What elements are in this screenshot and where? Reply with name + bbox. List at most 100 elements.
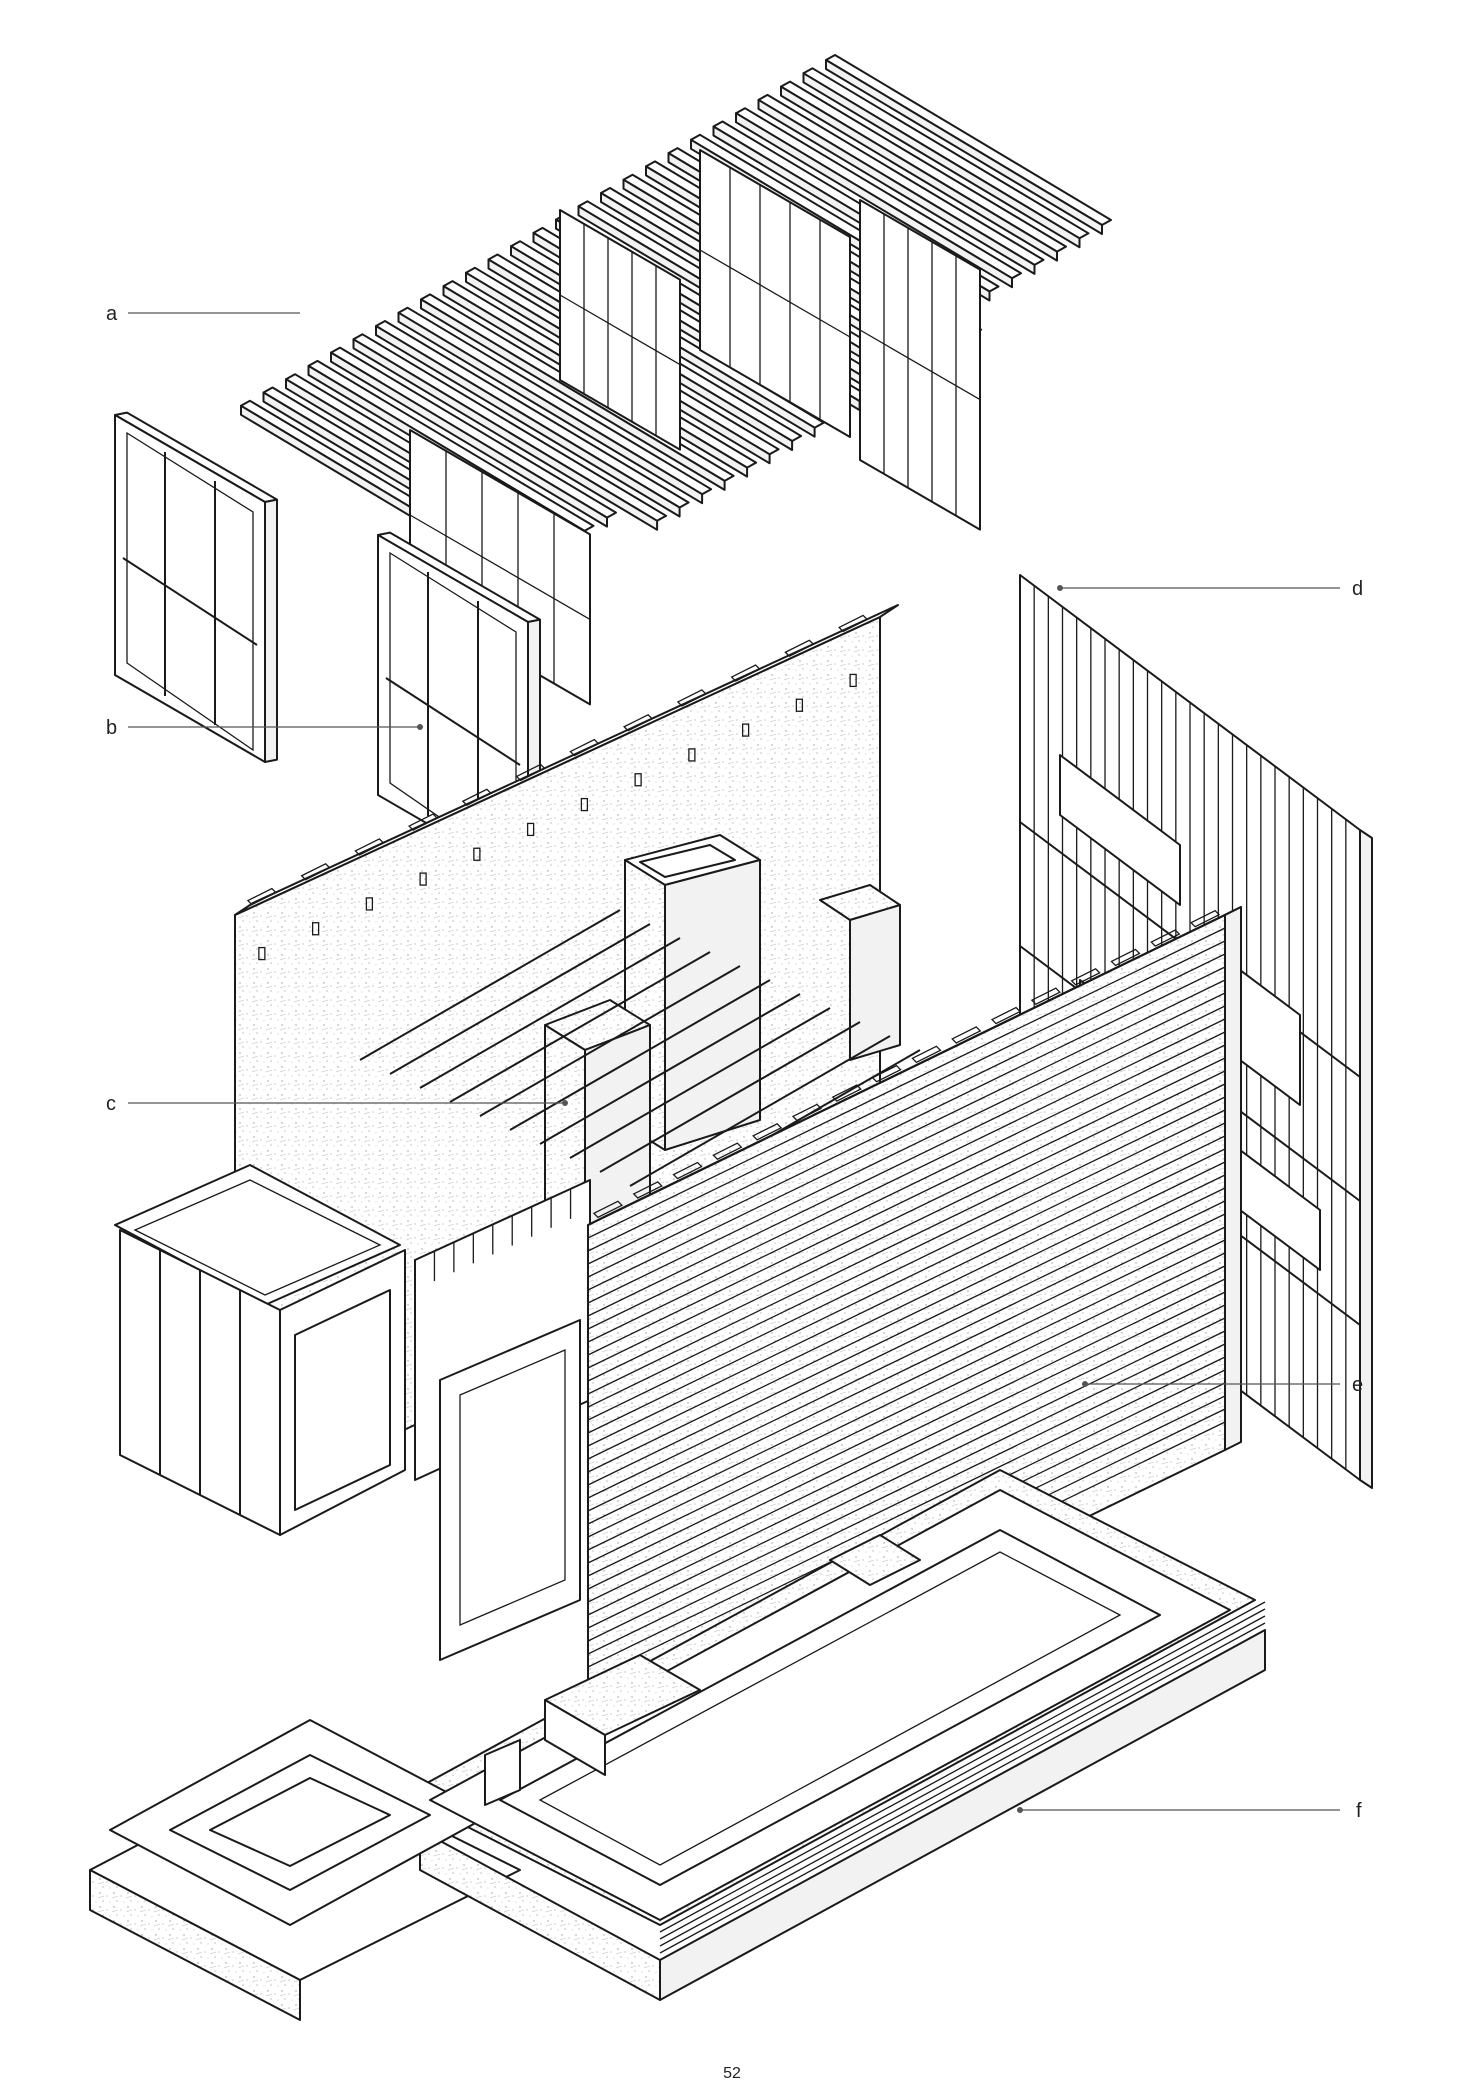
block-void: [354, 838, 385, 856]
block-void: [1070, 968, 1101, 986]
wall-vent: [473, 847, 481, 861]
block-void: [990, 1006, 1022, 1025]
block-void: [300, 862, 331, 881]
subframe-rail: [409, 514, 591, 620]
wall-vent: [741, 723, 750, 737]
masonry-course: [587, 1213, 1226, 1525]
masonry-core: [114, 604, 951, 1661]
masonry-course: [587, 1187, 1226, 1499]
masonry-course: [587, 1083, 1226, 1395]
plinth-course: [659, 1629, 1266, 1961]
masonry-course: [587, 953, 1226, 1265]
block-void: [838, 614, 869, 633]
masonry-course: [587, 1005, 1226, 1317]
block-void: [408, 813, 439, 831]
floor-joist: [509, 979, 771, 1131]
wall-frame-edge: [1359, 829, 1373, 1489]
wall-vent: [849, 673, 857, 688]
block-void: [791, 1103, 823, 1122]
masonry-course: [587, 1031, 1226, 1343]
wall-vent: [688, 748, 696, 762]
chimney-side: [664, 859, 761, 1151]
bridge-portal-inner: [459, 1349, 566, 1626]
floor-joist: [419, 937, 681, 1089]
masonry-course: [587, 979, 1226, 1291]
pavilion-door: [294, 1289, 391, 1511]
wall-opening: [1059, 754, 1181, 906]
pavilion-roof-inner: [133, 1179, 382, 1296]
masonry-course: [587, 966, 1226, 1278]
masonry-course: [587, 1278, 1226, 1590]
subframe-rail: [859, 329, 981, 401]
callout-f: f: [1017, 1800, 1362, 1822]
block-void: [752, 1123, 783, 1141]
block-void: [676, 689, 707, 707]
footing-block-face: [544, 1699, 606, 1776]
floor-joist: [569, 1007, 831, 1159]
masonry-course: [587, 1070, 1226, 1382]
masonry-course: [587, 1044, 1226, 1356]
roof-joists: [240, 54, 1112, 706]
block-void: [246, 887, 277, 906]
masonry-course: [587, 1304, 1226, 1616]
callout-label: a: [106, 303, 118, 325]
chimney-flue: [639, 844, 736, 878]
masonry-course: [587, 1018, 1226, 1330]
masonry-course: [587, 1200, 1226, 1512]
wall-vent: [311, 922, 320, 936]
footing-block: [829, 1534, 921, 1586]
wall-vent: [526, 822, 535, 837]
wall-vent: [365, 897, 374, 911]
masonry-course: [587, 1057, 1226, 1369]
roof-joist-side: [397, 311, 704, 505]
cabinet-inner: [126, 431, 254, 752]
floor-joist: [359, 909, 621, 1061]
plinth-course: [659, 1601, 1266, 1933]
bridge-portal: [439, 1319, 581, 1661]
block-void: [1189, 909, 1221, 928]
callout-d: d: [1057, 578, 1363, 600]
masonry-course: [587, 927, 1226, 1239]
callout-e: e: [1082, 1374, 1363, 1396]
plinth-course: [659, 1608, 1266, 1940]
masonry-course: [587, 1356, 1226, 1668]
subframe-rail: [699, 249, 851, 338]
block-void: [1030, 987, 1061, 1005]
cabinet-face: [114, 414, 266, 763]
block-void: [1150, 929, 1181, 947]
masonry-course: [587, 1096, 1226, 1408]
callout-label: c: [106, 1093, 116, 1115]
cabinet-side: [264, 498, 278, 763]
block-void: [592, 1200, 624, 1219]
cabinet-shelf: [122, 557, 258, 646]
plinth-course: [659, 1622, 1266, 1954]
masonry-course: [587, 1239, 1226, 1551]
block-void: [672, 1161, 703, 1180]
block-void: [871, 1064, 902, 1083]
roof-joist-side: [780, 85, 1058, 262]
block-void: [515, 763, 546, 782]
masonry-course: [587, 1226, 1226, 1538]
roof-joist-side: [825, 59, 1103, 235]
floor-joist: [449, 951, 711, 1103]
callout-b: b: [106, 717, 423, 739]
wall-vent: [795, 698, 804, 712]
block-void: [951, 1026, 982, 1044]
page-number: 52: [723, 2065, 741, 2082]
foundation-void: [538, 1551, 1122, 1866]
masonry-course: [587, 1252, 1226, 1564]
roof-joist-side: [757, 98, 1036, 275]
foundation-void: [209, 1777, 391, 1867]
roof-joist-side: [375, 325, 681, 518]
foundation-plinth: [89, 1469, 1266, 2021]
roof-joist-side: [420, 298, 726, 491]
leader-dot: [1017, 1807, 1023, 1813]
foundation-wall-inner: [499, 1529, 1161, 1886]
block-void: [1110, 948, 1141, 967]
block-void: [632, 1181, 663, 1199]
callout-a: a: [106, 303, 300, 325]
block-void: [831, 1084, 862, 1102]
wall-vent: [258, 946, 266, 961]
callout-label: d: [1352, 578, 1363, 600]
wall-vent: [634, 773, 642, 787]
